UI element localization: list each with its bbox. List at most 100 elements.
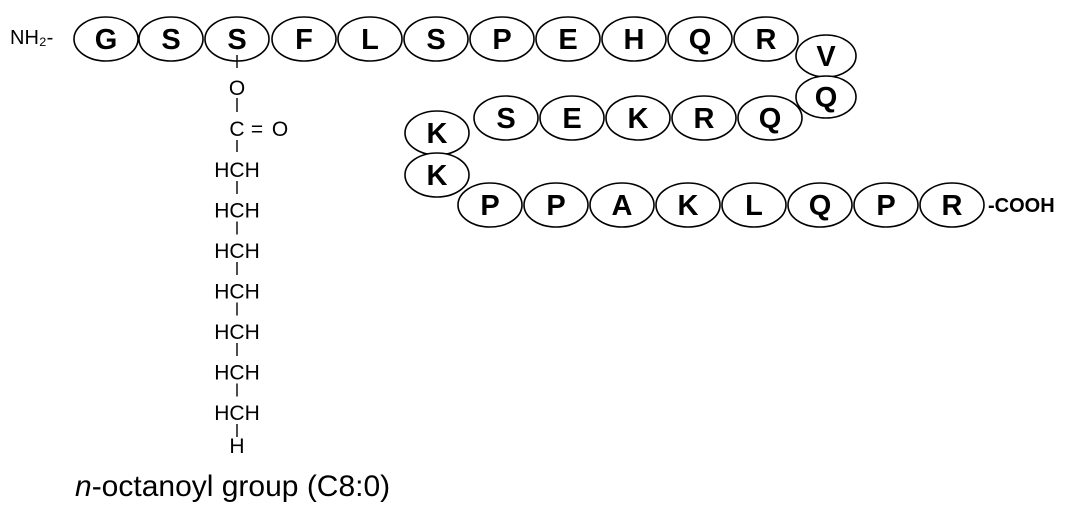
carbonyl-oxygen: O bbox=[272, 118, 288, 141]
residue-ellipse bbox=[601, 16, 667, 62]
residue-ellipse bbox=[523, 182, 589, 228]
residue-bead: S bbox=[138, 16, 204, 62]
residue-ellipse bbox=[919, 182, 985, 228]
residue-bead: E bbox=[535, 16, 601, 62]
residue-ellipse bbox=[733, 16, 799, 62]
c-terminus-label: -COOH bbox=[988, 195, 1055, 217]
residue-letter: Q bbox=[809, 190, 832, 222]
residue-bead: S bbox=[403, 16, 469, 62]
residue-bead: P bbox=[853, 182, 919, 228]
residue-bead: F bbox=[271, 16, 337, 62]
residue-bead: V bbox=[795, 34, 857, 78]
residue-letter: P bbox=[546, 190, 565, 222]
residue-letter: H bbox=[624, 24, 645, 56]
methylene-group: HCH bbox=[214, 200, 260, 223]
residue-ellipse bbox=[667, 16, 733, 62]
residue-bead: A bbox=[589, 182, 655, 228]
residue-bead: Q bbox=[737, 95, 803, 141]
methylene-group: HCH bbox=[214, 402, 260, 425]
residue-letter: Q bbox=[689, 24, 712, 56]
residue-ellipse bbox=[271, 16, 337, 62]
residue-letter: F bbox=[295, 24, 313, 56]
residue-letter: K bbox=[427, 118, 448, 150]
carbonyl-double-bond: = bbox=[251, 118, 263, 141]
residue-letter: P bbox=[480, 190, 499, 222]
terminal-hydrogen: H bbox=[229, 435, 244, 458]
residue-bead: H bbox=[601, 16, 667, 62]
residue-letter: K bbox=[628, 103, 649, 135]
methylene-chain: HCH HCH HCH HCH HCH HCH HCH bbox=[214, 159, 260, 437]
methylene-group: HCH bbox=[214, 362, 260, 385]
residue-letter: E bbox=[562, 103, 581, 135]
residue-letter: P bbox=[876, 190, 895, 222]
residue-ellipse bbox=[535, 16, 601, 62]
residue-ellipse bbox=[721, 182, 787, 228]
methylene-group: HCH bbox=[214, 321, 260, 344]
residue-letter: S bbox=[227, 24, 246, 56]
residue-bead: K bbox=[655, 182, 721, 228]
residue-letter: P bbox=[492, 24, 511, 56]
carbonyl-carbon: C bbox=[229, 118, 244, 141]
residue-ellipse bbox=[404, 152, 470, 198]
residue-ellipse bbox=[787, 182, 853, 228]
residue-bead: Q bbox=[667, 16, 733, 62]
residue-letter: K bbox=[678, 190, 699, 222]
residue-letter: Q bbox=[815, 82, 838, 114]
residue-letter: S bbox=[496, 103, 515, 135]
residue-bead: P bbox=[457, 182, 523, 228]
residue-ellipse bbox=[605, 95, 671, 141]
residue-ellipse bbox=[795, 75, 857, 119]
methylene-group: HCH bbox=[214, 159, 260, 182]
caption-text: -octanoyl group (C8:0) bbox=[91, 470, 391, 503]
residue-bead: E bbox=[539, 95, 605, 141]
residue-bead: L bbox=[721, 182, 787, 228]
residue-letter: G bbox=[95, 24, 118, 56]
residue-bead: K bbox=[605, 95, 671, 141]
residue-ellipse bbox=[403, 16, 469, 62]
residue-ellipse bbox=[737, 95, 803, 141]
methylene-group: HCH bbox=[214, 281, 260, 304]
residue-bead: P bbox=[523, 182, 589, 228]
residue-ellipse bbox=[589, 182, 655, 228]
residue-letter: R bbox=[756, 24, 777, 56]
residue-bead: L bbox=[337, 16, 403, 62]
residue-letter: L bbox=[745, 190, 763, 222]
octanoyl-side-chain: O C = O HCH HCH HCH HCH HCH HCH HCH H bbox=[214, 55, 288, 458]
residue-ellipse bbox=[469, 16, 535, 62]
residue-bead: P bbox=[469, 16, 535, 62]
residue-bead: R bbox=[671, 95, 737, 141]
residue-bead: S bbox=[204, 16, 270, 62]
residue-ellipse bbox=[73, 16, 139, 62]
caption-n-prefix: n bbox=[75, 470, 92, 503]
residue-letter: E bbox=[558, 24, 577, 56]
residue-bead: R bbox=[919, 182, 985, 228]
ester-oxygen: O bbox=[229, 77, 245, 100]
residue-bead: G bbox=[73, 16, 139, 62]
residue-letter: R bbox=[942, 190, 963, 222]
residue-ellipse bbox=[655, 182, 721, 228]
residue-bead: Q bbox=[795, 75, 857, 119]
residue-bead: K bbox=[404, 152, 470, 198]
residue-letter: L bbox=[361, 24, 379, 56]
residue-bead: Q bbox=[787, 182, 853, 228]
residue-ellipse bbox=[337, 16, 403, 62]
residue-letter: V bbox=[816, 41, 836, 73]
residue-letter: S bbox=[426, 24, 445, 56]
residue-ellipse bbox=[539, 95, 605, 141]
residue-ellipse bbox=[138, 16, 204, 62]
residue-bead: K bbox=[404, 110, 470, 156]
residue-letter: R bbox=[694, 103, 715, 135]
figure-caption: n-octanoyl group (C8:0) bbox=[75, 470, 390, 504]
residue-bead: S bbox=[473, 95, 539, 141]
residue-bead: R bbox=[733, 16, 799, 62]
n-terminus-label: NH₂- bbox=[10, 27, 53, 49]
residue-letter: Q bbox=[759, 103, 782, 135]
methylene-group: HCH bbox=[214, 240, 260, 263]
residue-ellipse bbox=[671, 95, 737, 141]
residue-letter: K bbox=[427, 160, 448, 192]
residue-ellipse bbox=[473, 95, 539, 141]
residue-letter: S bbox=[161, 24, 180, 56]
